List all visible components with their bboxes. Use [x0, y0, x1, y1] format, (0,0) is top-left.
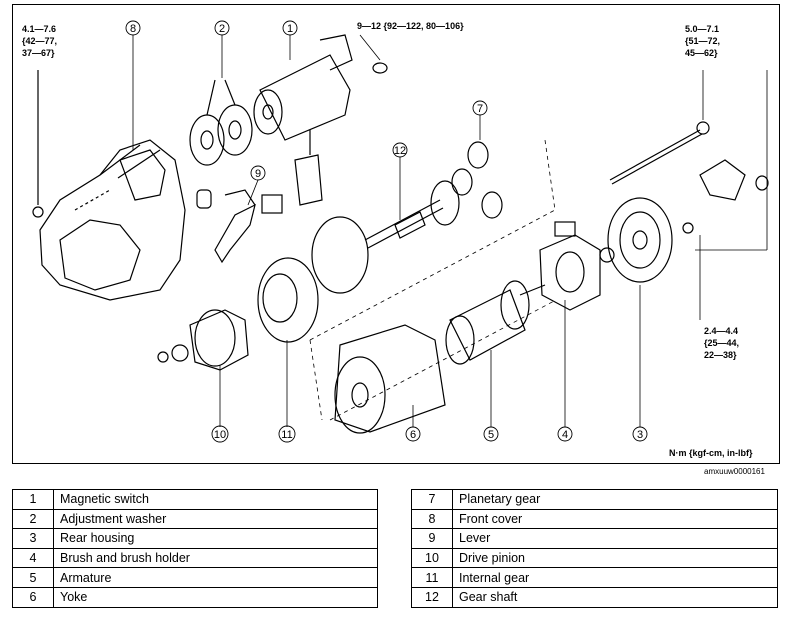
- adjustment-washer-drawing: [189, 79, 253, 166]
- torque-spec-switch-nut: 9—12 {92—122, 80—106}: [357, 21, 464, 31]
- rear-housing-drawing: [607, 197, 673, 283]
- lever-drawing: [196, 189, 283, 264]
- callout-9: 9: [250, 165, 266, 181]
- svg-text:5: 5: [488, 429, 494, 441]
- torque-unit-label: N·m {kgf-cm, in-lbf}: [669, 448, 753, 458]
- armature-drawing: [445, 280, 546, 365]
- callout-4: 4: [557, 426, 573, 442]
- callout-markers: 8 2 1 7 12 9 10 11 6 5 4 3: [125, 20, 648, 443]
- svg-text:4: 4: [562, 429, 568, 441]
- callout-10: 10: [211, 425, 229, 443]
- torque-spec-rear-nut: 2.4—4.4 {25—44, 22—38}: [704, 326, 740, 360]
- svg-text:10: 10: [214, 429, 226, 441]
- magnetic-switch-drawing: [253, 34, 388, 206]
- assembly-guide-lines: [309, 139, 557, 421]
- callout-3: 3: [632, 426, 648, 442]
- yoke-drawing: [334, 324, 446, 434]
- svg-text:2: 2: [219, 23, 225, 35]
- svg-text:8: 8: [130, 23, 136, 35]
- front-cover-bolt: [32, 70, 44, 218]
- through-bolt-drawing: [609, 121, 769, 234]
- callout-2: 2: [214, 20, 230, 36]
- callout-6: 6: [405, 426, 421, 442]
- callout-11: 11: [278, 425, 296, 443]
- torque-spec-front-bolt: 4.1—7.6 {42—77, 37—67}: [22, 24, 58, 58]
- brush-holder-drawing: [539, 221, 615, 311]
- callout-5: 5: [483, 426, 499, 442]
- callout-1: 1: [282, 20, 298, 36]
- drive-pinion-drawing: [157, 309, 249, 371]
- gear-shaft-drawing: [364, 180, 460, 249]
- callout-7: 7: [472, 100, 488, 116]
- torque-spec-through-bolt: 5.0—7.1 {51—72, 45—62}: [685, 24, 721, 58]
- exploded-view-diagram: 8 2 1 7 12 9 10 11 6 5 4 3: [32, 20, 769, 443]
- svg-text:6: 6: [410, 429, 416, 441]
- svg-text:12: 12: [394, 145, 406, 157]
- diagram-frame: [12, 4, 780, 464]
- planetary-gears-drawing: [451, 141, 503, 219]
- callout-8: 8: [125, 20, 141, 36]
- svg-text:1: 1: [287, 23, 293, 35]
- figure-code: amxuuw0000161: [704, 467, 765, 476]
- svg-text:9: 9: [255, 168, 261, 180]
- svg-text:11: 11: [281, 429, 292, 441]
- front-cover-drawing: [39, 139, 186, 301]
- callout-12: 12: [392, 142, 408, 158]
- svg-text:7: 7: [477, 103, 483, 115]
- internal-gear-drawing: [257, 216, 369, 343]
- svg-text:3: 3: [637, 429, 643, 441]
- leader-lines: [132, 34, 768, 427]
